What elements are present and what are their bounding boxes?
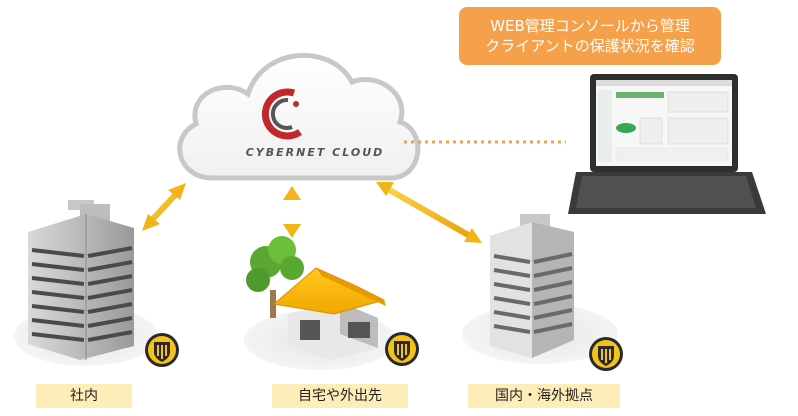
shield-icon <box>145 333 179 367</box>
admin-console-callout: WEB管理コンソールから管理 クライアントの保護状況を確認 <box>459 7 721 65</box>
cloud-icon <box>177 52 421 181</box>
site-label-home: 自宅や外出先 <box>272 384 408 408</box>
arrow-cloud-office <box>142 183 186 231</box>
shield-icon <box>385 332 419 366</box>
arrow-cloud-home <box>283 186 301 238</box>
shield-icon <box>589 337 623 371</box>
laptop-icon <box>568 74 766 214</box>
callout-line-1: WEB管理コンソールから管理 <box>490 17 690 35</box>
site-label-branch: 国内・海外拠点 <box>468 384 620 408</box>
cybernet-logo-icon <box>261 88 303 140</box>
office-building-icon <box>14 200 158 366</box>
arrow-cloud-branch <box>376 182 482 243</box>
site-label-office: 社内 <box>36 384 132 408</box>
branch-building-icon <box>462 214 618 364</box>
callout-line-2: クライアントの保護状況を確認 <box>485 37 695 55</box>
cloud-brand-label: CYBERNET CLOUD <box>245 146 385 159</box>
house-icon <box>244 236 396 370</box>
